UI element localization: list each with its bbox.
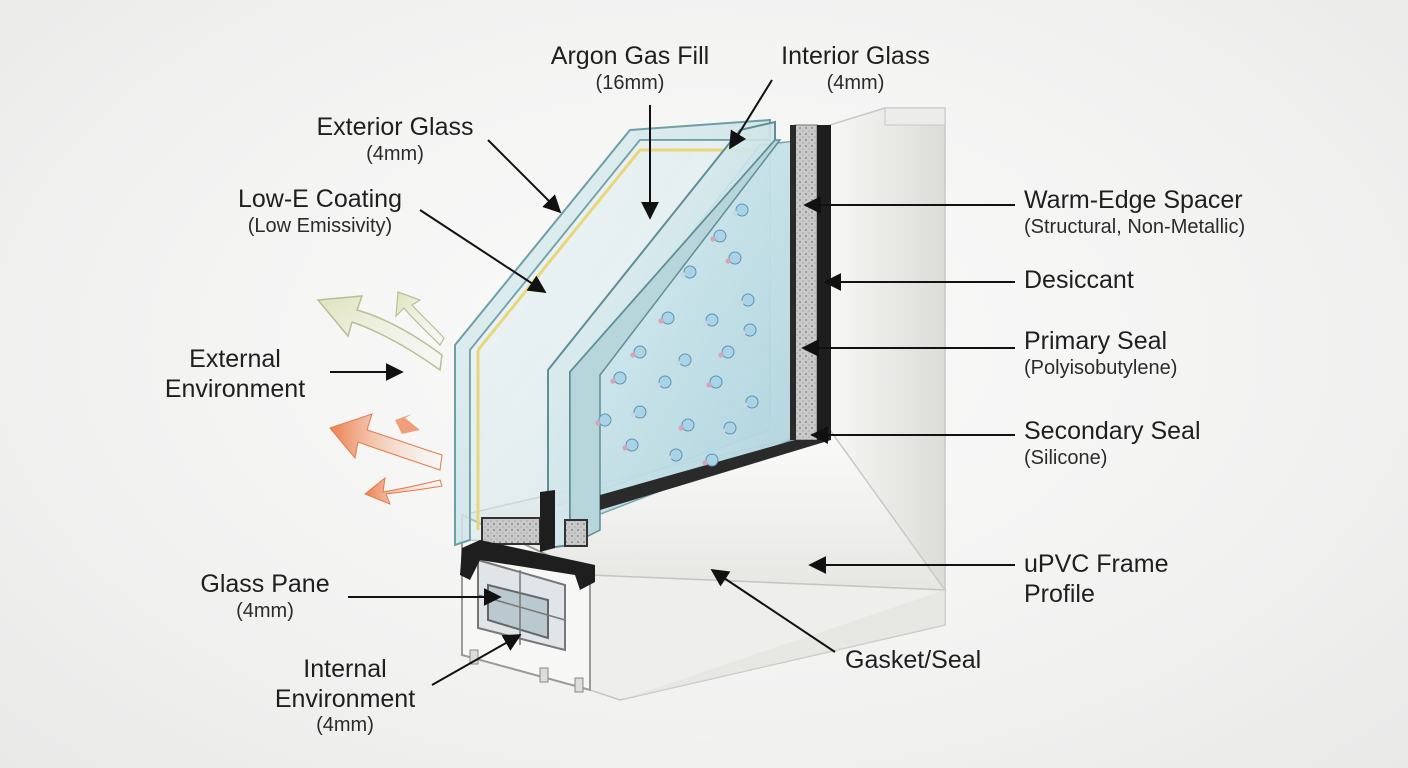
label-title: Warm-Edge Spacer (1024, 186, 1243, 214)
label-sub: (16mm) (595, 71, 665, 94)
label-title: Primary Seal (1024, 327, 1168, 355)
label-sub: (4mm) (826, 71, 885, 94)
label-secondary-seal: Secondary Seal (Silicone) (1024, 417, 1324, 470)
argon-molecule (595, 413, 612, 427)
label-sub: (4mm) (366, 142, 424, 165)
argon-molecule (706, 375, 723, 389)
label-title: Interior Glass (781, 42, 930, 70)
label-title: Desiccant (1024, 266, 1134, 294)
label-title: Gasket/Seal (845, 646, 982, 674)
argon-molecule (718, 345, 735, 359)
label-sub: (Polyisobutylene) (1024, 356, 1178, 379)
label-title: Argon Gas Fill (550, 42, 710, 70)
label-interior-glass: Interior Glass (4mm) (748, 42, 963, 95)
label-title: Secondary Seal (1024, 417, 1201, 445)
label-title: Exterior Glass (316, 113, 474, 141)
label-title: Low-E Coating (238, 185, 402, 213)
label-primary-seal: Primary Seal (Polyisobutylene) (1024, 327, 1324, 380)
argon-molecule (610, 371, 627, 385)
label-sub: (4mm) (316, 714, 374, 736)
label-low-e-coating: Low-E Coating (Low Emissivity) (215, 185, 425, 238)
label-title-2: Environment (164, 374, 306, 403)
label-title-2: Environment (274, 684, 416, 713)
label-title: External (189, 345, 281, 373)
argon-molecule (702, 313, 719, 327)
argon-molecule (710, 229, 727, 243)
label-title: Glass Pane (200, 570, 330, 598)
label-exterior-glass: Exterior Glass (4mm) (290, 113, 500, 166)
argon-molecule (720, 421, 737, 435)
label-desiccant: Desiccant (1024, 266, 1324, 296)
argon-molecule (678, 418, 695, 432)
label-gasket-seal: Gasket/Seal (845, 646, 1045, 676)
argon-molecule (630, 405, 647, 419)
argon-molecule (666, 448, 683, 462)
label-argon-gas-fill: Argon Gas Fill (16mm) (520, 42, 740, 95)
argon-molecule (725, 251, 742, 265)
argon-molecule (738, 293, 755, 307)
argon-molecule (680, 265, 697, 279)
label-title: uPVC Frame (1024, 550, 1169, 578)
leader-lines (330, 79, 1015, 686)
insulated-glass-unit (454, 118, 831, 590)
label-upvc-frame-profile: uPVC Frame Profile (1024, 550, 1324, 609)
label-external-environment: External Environment (145, 345, 325, 404)
argon-molecule (655, 375, 672, 389)
label-sub: (Low Emissivity) (247, 214, 393, 237)
argon-molecule (675, 353, 692, 367)
argon-molecule (658, 311, 675, 325)
label-glass-pane: Glass Pane (4mm) (175, 570, 355, 623)
label-internal-environment: Internal Environment (4mm) (250, 655, 440, 738)
label-title: Internal (303, 655, 387, 683)
label-sub: (4mm) (236, 599, 294, 622)
argon-molecule (622, 438, 639, 452)
heat-arrow-icon (316, 291, 445, 505)
argon-molecule (702, 453, 719, 467)
label-warm-edge-spacer: Warm-Edge Spacer (Structural, Non-Metall… (1024, 186, 1324, 239)
argon-molecule-icon (595, 203, 759, 467)
argon-molecule (742, 395, 759, 409)
argon-molecule (740, 323, 757, 337)
argon-molecule (732, 203, 749, 217)
label-sub: (Structural, Non-Metallic) (1024, 215, 1246, 238)
label-sub: (Silicone) (1024, 446, 1108, 469)
label-title-2: Profile (1024, 579, 1095, 608)
argon-molecule (630, 345, 647, 359)
